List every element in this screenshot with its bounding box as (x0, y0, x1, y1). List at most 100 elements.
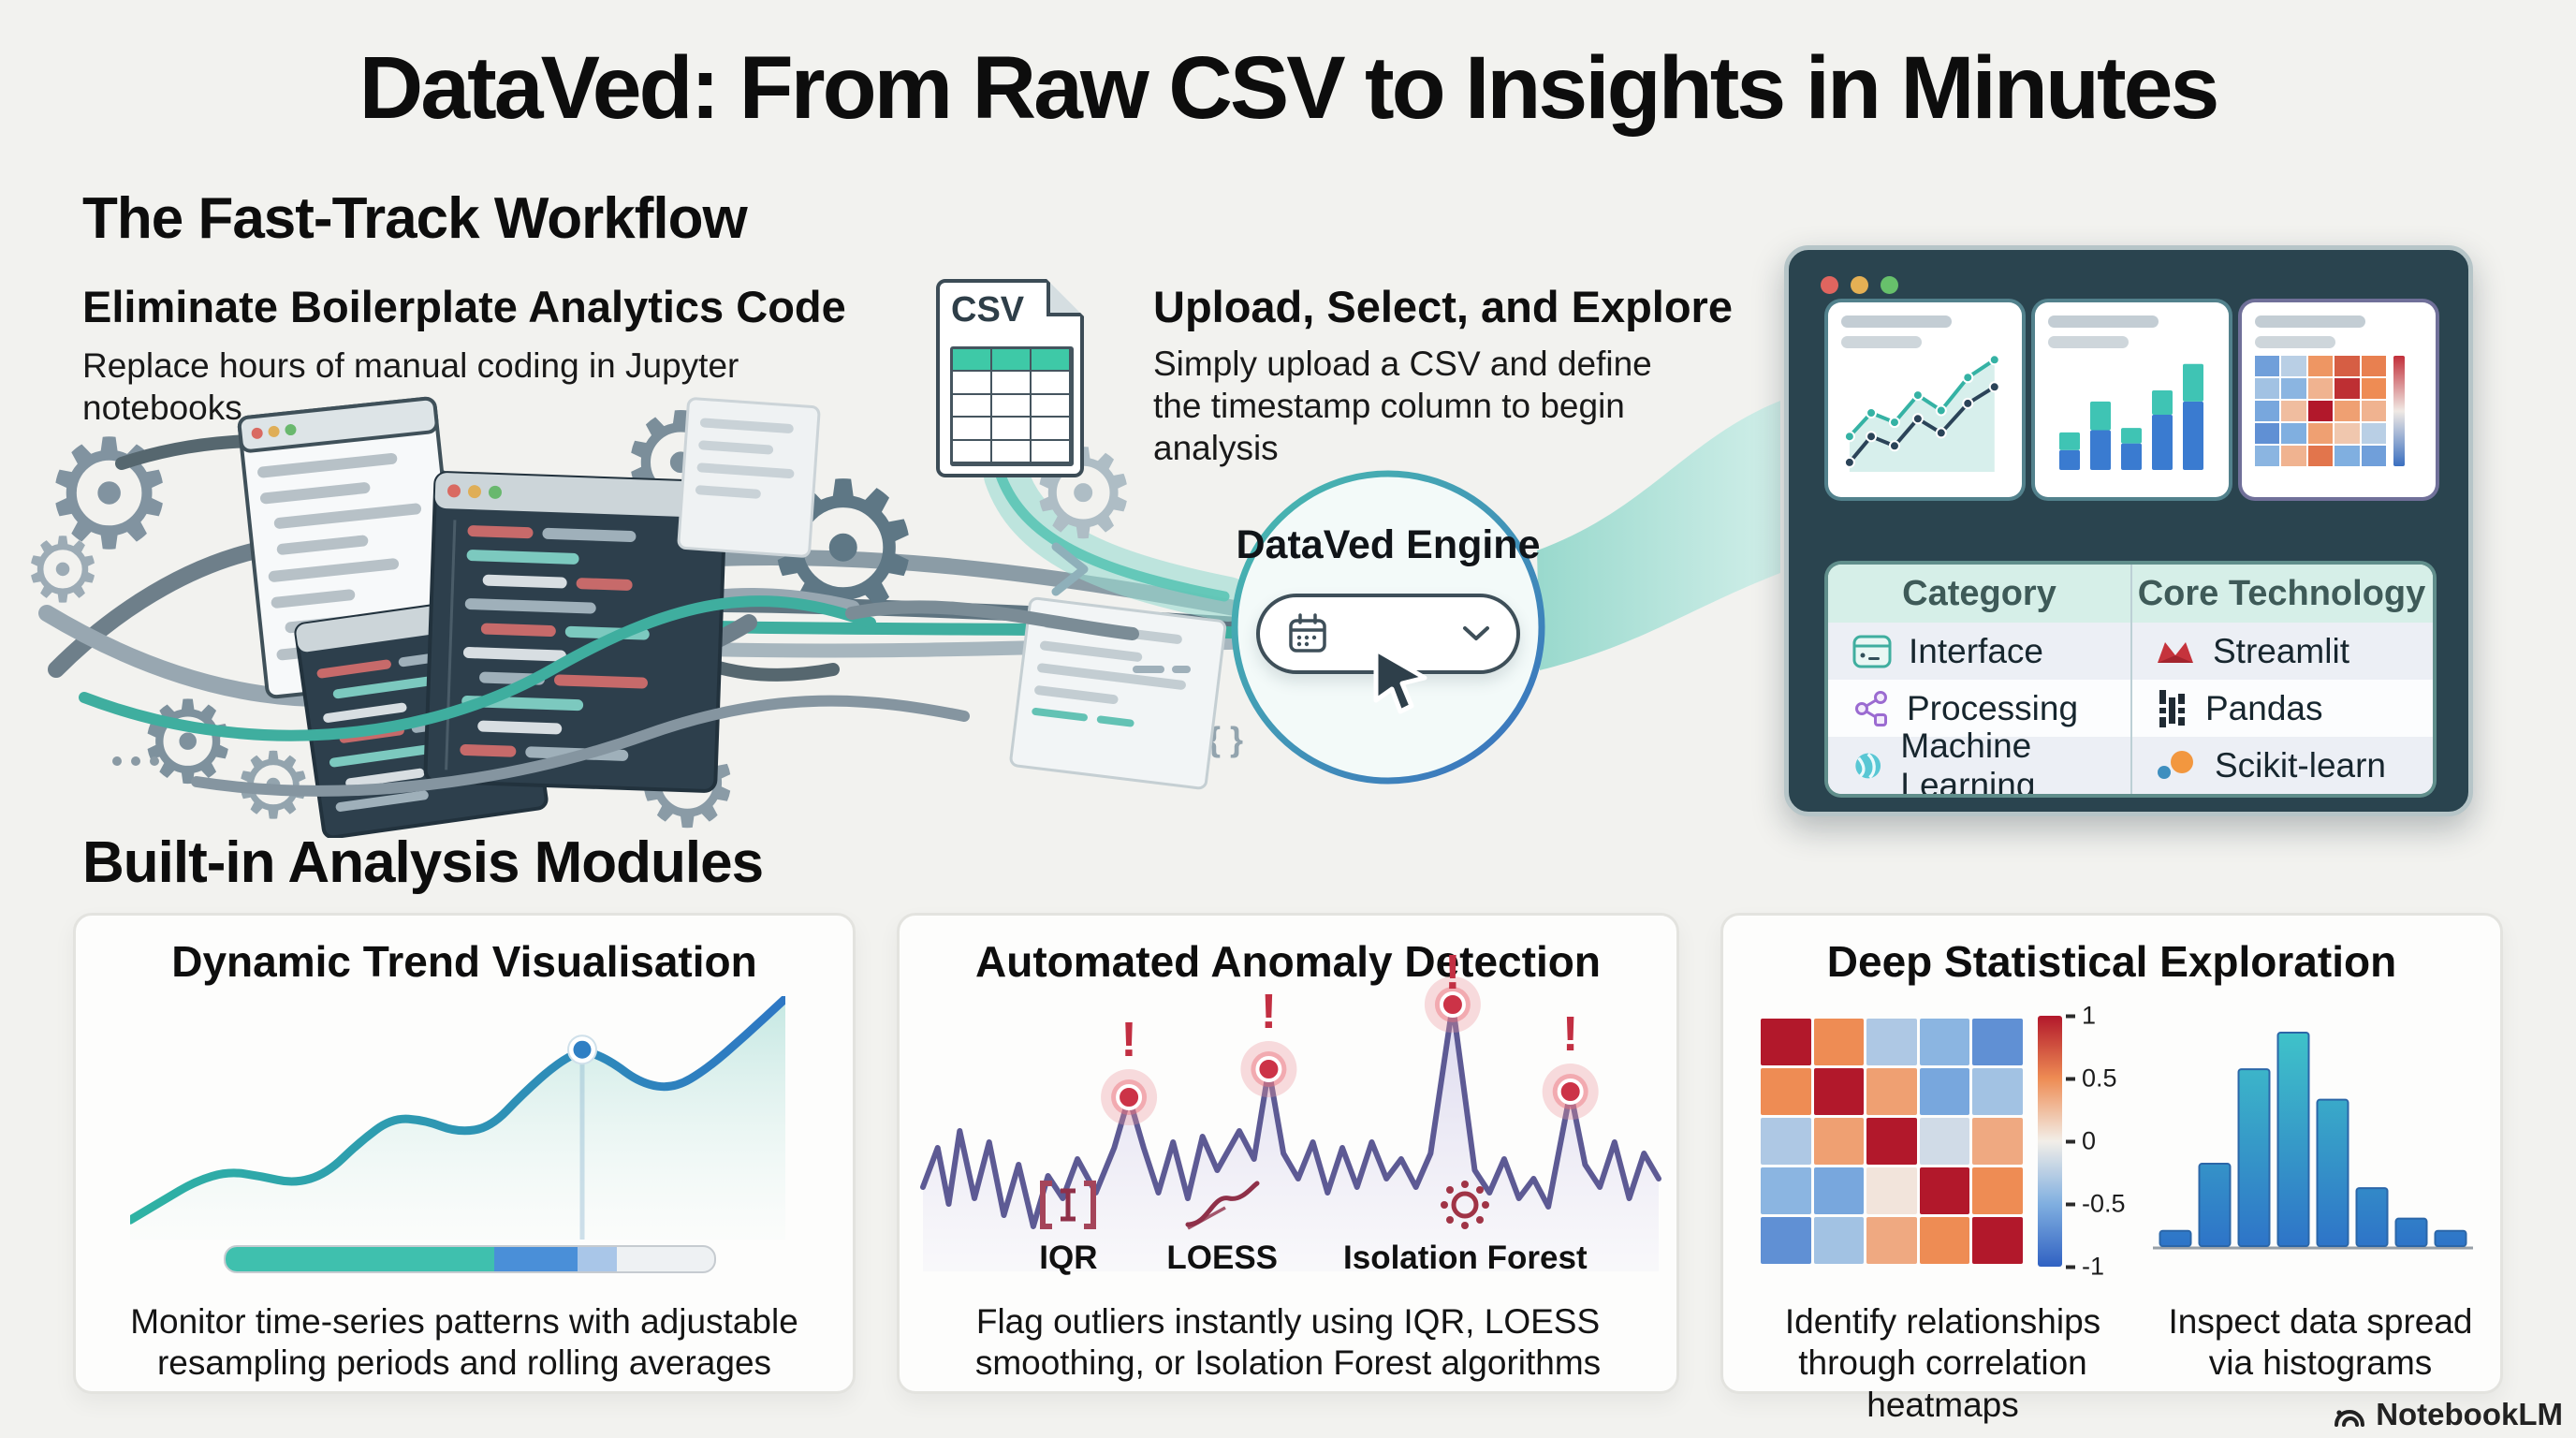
calendar-icon (1289, 613, 1326, 653)
iqr-boxplot-icon (1040, 1181, 1097, 1229)
close-button[interactable] (1821, 276, 1838, 294)
skeleton-line (2255, 315, 2365, 328)
slider-segment (577, 1247, 617, 1271)
table-cell-label: Streamlit (2213, 631, 2349, 670)
heatmap-cell (2307, 446, 2334, 466)
module-card-anomaly: Automated Anomaly Detection !!!! IQR LOE… (897, 913, 1679, 1394)
mini-bar-chart (2059, 363, 2203, 470)
heatmap-cell (2281, 446, 2306, 466)
heatmap-cell (2334, 423, 2360, 444)
heatmap-cell (1919, 1019, 1970, 1065)
trend-line-chart (130, 996, 785, 1240)
heatmap-cell (1972, 1019, 2023, 1065)
csv-file-icon: CSV (936, 279, 1084, 477)
thumbnail-line-chart (1828, 302, 2022, 497)
heatmap-cell (1761, 1217, 1811, 1264)
colorbar-tick: 0 (2066, 1127, 2096, 1156)
zoom-button[interactable] (1881, 276, 1898, 294)
heatmap-cell (2281, 378, 2306, 399)
sphere-icon (1855, 752, 1881, 779)
method-label: LOESS (1166, 1240, 1279, 1276)
heatmap-cell (1866, 1118, 1917, 1165)
colorbar-tick: -1 (2066, 1253, 2104, 1282)
gear-icon: ⚙ (41, 410, 178, 580)
heatmap-cell (2361, 401, 2386, 421)
csv-file-fold (1046, 279, 1084, 316)
table-cell-label: Machine Learning (1900, 726, 2036, 795)
heatmap-cell (1919, 1068, 1970, 1115)
skeleton-line (2255, 336, 2335, 348)
method-isolation-forest: Isolation Forest (1343, 1178, 1588, 1277)
heatmap-cell (1972, 1217, 2023, 1264)
heatmap-cell (2334, 446, 2360, 466)
funnel-connector (1537, 401, 1780, 670)
skeleton-line (2048, 315, 2159, 328)
table-header-technology: Core Technology (2137, 573, 2426, 613)
resample-slider[interactable] (224, 1245, 716, 1273)
heatmap-cell (2361, 356, 2386, 376)
mini-heatmap (2255, 356, 2386, 466)
thumbnail-bar-chart (2035, 302, 2229, 497)
heatmap-cell (2334, 401, 2360, 421)
colorbar-tick: 1 (2066, 1002, 2096, 1031)
heatmap-cell (1761, 1068, 1811, 1115)
anomaly-exclamation: ! (1261, 985, 1277, 1039)
heatmap-cell (2281, 356, 2306, 376)
histogram-description: Inspect data spread via histograms (2168, 1302, 2473, 1383)
heatmap-cell (2255, 356, 2280, 376)
heatmap-cell (2334, 356, 2360, 376)
heatmap-cell (1919, 1217, 1970, 1264)
notebooklm-watermark: NotebookLM (2333, 1397, 2563, 1432)
results-browser-window: Category Core Technology Interface (1784, 245, 2473, 816)
heatmap-cell (1813, 1118, 1865, 1165)
colorbar-tick: -0.5 (2066, 1190, 2126, 1219)
loess-curve-icon (1185, 1181, 1260, 1230)
correlation-heatmap (1761, 1019, 2023, 1264)
heatmap-cell (2334, 378, 2360, 399)
table-cell-label: Processing (1907, 688, 2079, 727)
modules-heading: Built-in Analysis Modules (82, 830, 764, 895)
app-window-icon (1852, 635, 1892, 668)
chevron-down-icon (1463, 626, 1489, 640)
heatmap-cell (1866, 1167, 1917, 1214)
module-card-trend: Dynamic Trend Visualisation Monitor time… (73, 913, 856, 1394)
csv-table-grid (950, 346, 1074, 466)
page-title: DataVed: From Raw CSV to Insights in Min… (359, 38, 2220, 138)
heatmap-cell (1866, 1068, 1917, 1115)
flow-arrow-icon (1051, 542, 1089, 596)
heatmap-cell (1919, 1118, 1970, 1165)
heatmap-cell (1761, 1167, 1811, 1214)
heatmap-cell (2361, 423, 2386, 444)
heatmap-cell (2307, 356, 2334, 376)
notebooklm-icon (2334, 1410, 2365, 1427)
anomaly-exclamation: ! (1562, 1007, 1578, 1062)
heatmap-cell (1866, 1217, 1917, 1264)
card-description: Flag outliers instantly using IQR, LOESS… (974, 1302, 1602, 1383)
isolation-forest-icon (1441, 1181, 1490, 1229)
cursor-pointer-icon (1373, 647, 1427, 714)
method-loess: LOESS (1166, 1178, 1278, 1277)
table-cell-label: Scikit-learn (2215, 745, 2386, 785)
heatmap-colorbar (2038, 1016, 2062, 1267)
heatmap-cell (2255, 378, 2280, 399)
heatmap-cell (1866, 1019, 1917, 1065)
heatmap-cell (2361, 446, 2386, 466)
thumbnail-heatmap (2242, 302, 2436, 497)
minimize-button[interactable] (1851, 276, 1868, 294)
table-cell-label: Pandas (2205, 688, 2323, 727)
step2-title: Upload, Select, and Explore (1153, 282, 1733, 331)
code-tangle-illustration (38, 396, 1227, 838)
streamlit-crown-icon (2158, 641, 2193, 663)
step2-subtitle: Simply upload a CSV and define the times… (1153, 345, 1652, 468)
slider-segment (226, 1247, 495, 1271)
heatmap-cell (1761, 1118, 1811, 1165)
code-window-dark-main (423, 471, 728, 793)
gear-icon: ⚙ (22, 521, 104, 621)
anomaly-exclamation: ! (1444, 946, 1460, 1000)
watermark-label: NotebookLM (2376, 1397, 2563, 1431)
heatmap-cell (1972, 1118, 2023, 1165)
